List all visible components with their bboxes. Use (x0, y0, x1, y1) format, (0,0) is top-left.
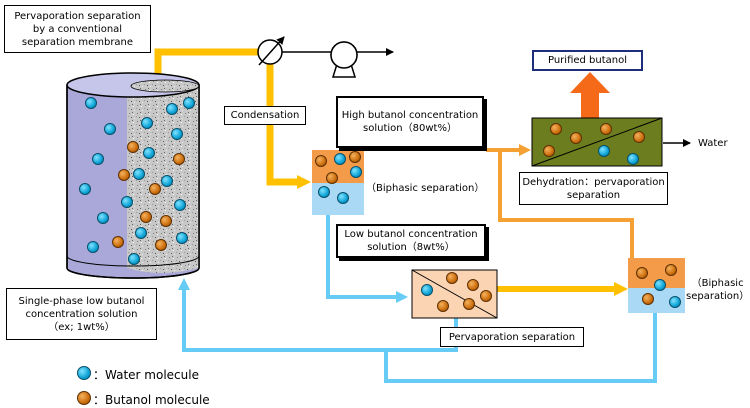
valve-icon (257, 36, 285, 66)
water-molecule (598, 145, 610, 157)
butanol-molecule (633, 131, 645, 143)
dehydration-label: Dehydration：pervaporation separation (522, 176, 665, 201)
water-molecule (85, 97, 97, 109)
water-molecule (104, 123, 116, 135)
butanol-molecule (600, 123, 612, 135)
water-molecule (669, 296, 681, 308)
butanol-molecule (636, 267, 648, 279)
butanol-molecule (326, 172, 338, 184)
water-molecule (133, 168, 145, 180)
butanol-molecule (140, 211, 152, 223)
purified-butanol-label: Purified butanol (547, 55, 628, 66)
butanol-molecule (665, 264, 677, 276)
legend-butanol-icon (77, 391, 91, 405)
membrane-title-label: Pervaporation separation by a convention… (14, 10, 141, 48)
recycle-butanol-stream-line (498, 150, 634, 258)
water-molecule (174, 199, 186, 211)
butanol-molecule (463, 298, 475, 310)
butanol-molecule (570, 132, 582, 144)
pervaporation-box: Pervaporation separation (440, 327, 584, 347)
vacuum-pump-icon (330, 41, 358, 78)
feed-solution-box: Single-phase low butanol concentration s… (6, 288, 157, 340)
water-molecule (128, 253, 140, 265)
membrane-title-box: Pervaporation separation by a convention… (4, 5, 151, 53)
butanol-molecule (160, 215, 172, 227)
biphasic-separation-label-1: （Biphasic separation） (366, 183, 485, 194)
legend-water-icon (77, 366, 91, 380)
water-molecule (183, 97, 195, 109)
butanol-molecule (118, 169, 130, 181)
water-recycle-line-2 (384, 313, 657, 383)
butanol-molecule (112, 236, 124, 248)
water-molecule (334, 153, 346, 165)
feed-solution-label: Single-phase low butanol concentration s… (18, 295, 145, 333)
high-butanol-label: High butanol concentration solution（80wt… (341, 110, 479, 134)
high-butanol-box: High butanol concentration solution（80wt… (336, 96, 484, 148)
water-molecule (141, 117, 153, 129)
water-molecule (318, 186, 330, 198)
butanol-molecule (543, 145, 555, 157)
low-butanol-stream-line (326, 215, 408, 303)
condensate-stream-line (266, 52, 311, 189)
water-molecule (92, 153, 104, 165)
butanol-molecule (315, 155, 327, 167)
butanol-molecule (446, 272, 458, 284)
condensation-label: Condensation (230, 110, 300, 121)
water-molecule (87, 241, 99, 253)
biphasic-separation-label-2: （Biphasic separation） (686, 278, 750, 302)
butanol-molecule (173, 153, 185, 165)
water-molecule (166, 103, 178, 115)
vapor-stream-line (154, 48, 270, 78)
butanol-molecule (127, 141, 139, 153)
low-butanol-label: Low butanol concentration solution（8wt%） (344, 229, 478, 253)
condensation-box: Condensation (224, 106, 306, 125)
butanol-molecule (642, 293, 654, 305)
water-molecule (337, 192, 349, 204)
legend-water-label: ：Water molecule (93, 368, 199, 382)
butanol-molecule (155, 239, 167, 251)
butanol-molecule (437, 300, 449, 312)
water-molecule (421, 284, 433, 296)
purified-butanol-box: Purified butanol (532, 50, 643, 71)
water-molecule (97, 212, 109, 224)
butanol-molecule (480, 290, 492, 302)
water-molecule (143, 147, 155, 159)
water-molecule (161, 175, 173, 187)
water-molecule (654, 279, 666, 291)
pervaporation-label: Pervaporation separation (448, 331, 576, 343)
water-molecule (135, 227, 147, 239)
water-molecule (121, 196, 133, 208)
water-molecule (171, 128, 183, 140)
butanol-molecule (467, 279, 479, 291)
legend-butanol-label: ：Butanol molecule (93, 393, 210, 407)
butanol-molecule (149, 183, 161, 195)
water-molecule (176, 232, 188, 244)
water-molecule (350, 166, 362, 178)
water-molecule (627, 153, 639, 165)
butanol-molecule (349, 151, 361, 163)
dehydration-box: Dehydration：pervaporation separation (519, 172, 668, 205)
water-outlet-label: Water (698, 138, 728, 149)
butanol-molecule (550, 123, 562, 135)
purified-butanol-arrow (570, 72, 610, 118)
low-butanol-box: Low butanol concentration solution（8wt%） (336, 224, 486, 258)
water-molecule (79, 183, 91, 195)
